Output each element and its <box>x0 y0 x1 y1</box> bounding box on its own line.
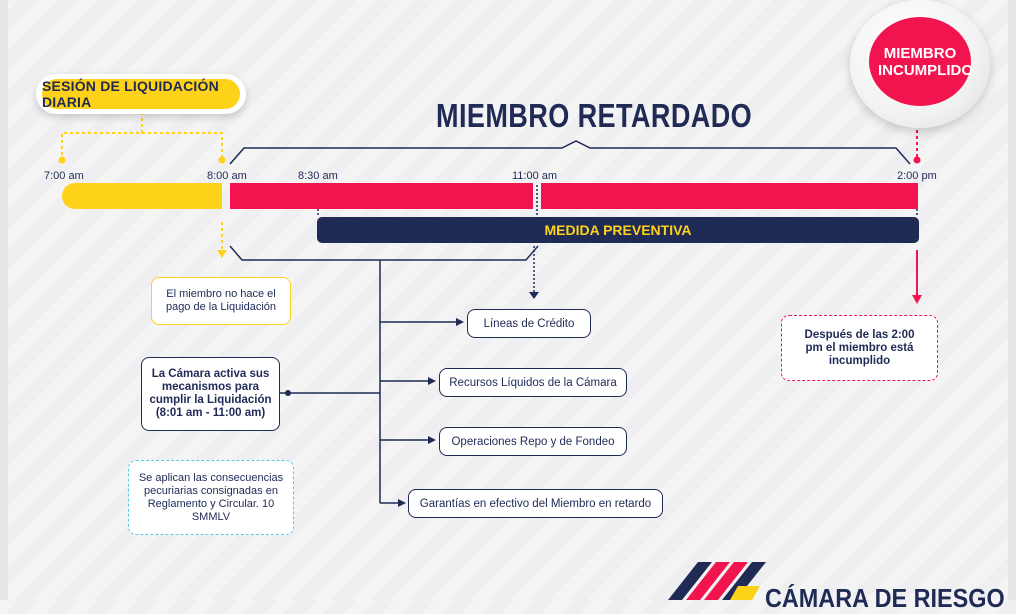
connector-lines <box>58 112 922 507</box>
page-title: MIEMBRO RETARDADO <box>436 97 753 134</box>
session-connector <box>61 112 223 157</box>
no-pago-text: El miembro no hace el pago de la Liquida… <box>165 288 277 313</box>
mechanism-lineas-credito: Líneas de Crédito <box>467 309 591 338</box>
retardado-bar-2 <box>541 183 918 209</box>
dot-8am <box>218 156 226 164</box>
logo-text: CÁMARA DE RIESGO <box>765 583 1005 613</box>
consecuencias-box: Se aplican las consecuencias pecuriarias… <box>128 460 294 535</box>
dot-2pm <box>913 156 921 164</box>
despues-text: Después de las 2:00 pm el miembro está i… <box>804 328 915 367</box>
no-pago-box: El miembro no hace el pago de la Liquida… <box>151 277 291 325</box>
retardado-bracket <box>229 140 911 165</box>
mechanism-operaciones-repo: Operaciones Repo y de Fondeo <box>439 427 627 456</box>
mechanism-garantias: Garantías en efectivo del Miembro en ret… <box>408 489 663 518</box>
incumplido-label: MIEMBRO INCUMPLIDO <box>869 17 973 106</box>
right-edge <box>1008 0 1016 600</box>
despues-box: Después de las 2:00 pm el miembro está i… <box>781 315 938 381</box>
logo-mark <box>668 562 766 600</box>
consecuencias-text: Se aplican las consecuencias pecuriarias… <box>138 471 284 523</box>
time-label-830am: 8:30 am <box>298 170 338 182</box>
time-label-8am: 8:00 am <box>207 170 247 182</box>
time-label-11am: 11:00 am <box>512 170 558 182</box>
retardado-bar-1 <box>230 183 533 209</box>
mechanisms-bracket <box>229 245 539 261</box>
medida-preventiva-bar: MEDIDA PREVENTIVA <box>317 217 919 243</box>
left-edge <box>0 0 8 600</box>
camara-text: La Cámara activa sus mecanismos para cum… <box>149 368 272 419</box>
session-bar <box>62 183 222 209</box>
time-label-7am: 7:00 am <box>44 170 84 182</box>
mechanism-recursos-liquidos: Recursos Líquidos de la Cámara <box>439 368 627 397</box>
session-label: SESIÓN DE LIQUIDACIÓN DIARIA <box>42 78 240 110</box>
dot-7am <box>58 156 66 164</box>
time-label-2pm: 2:00 pm <box>897 170 937 182</box>
camara-box: La Cámara activa sus mecanismos para cum… <box>141 357 280 431</box>
incumplido-text: MIEMBRO INCUMPLIDO <box>878 44 973 79</box>
